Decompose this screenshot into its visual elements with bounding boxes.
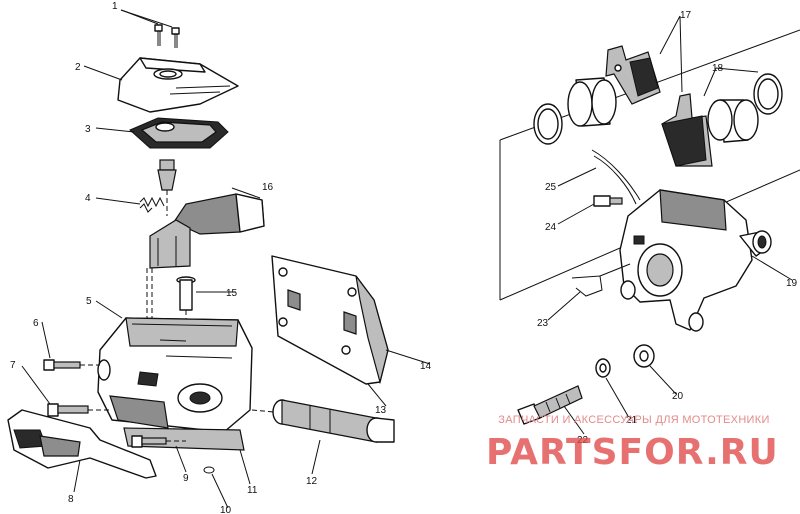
label-1: 1 xyxy=(112,1,118,12)
part-20-washer xyxy=(633,344,655,368)
watermark-brand: PARTSFOR.RU xyxy=(486,432,779,473)
label-2: 2 xyxy=(75,62,81,73)
piston-right xyxy=(707,99,759,143)
label-4: 4 xyxy=(85,193,91,204)
label-10: 10 xyxy=(220,505,232,514)
leader-lines xyxy=(21,9,793,509)
label-12: 12 xyxy=(306,476,318,487)
part-23-clip xyxy=(571,263,631,297)
part-8-brake-lever xyxy=(7,409,157,479)
part-19-caliper-body xyxy=(619,189,772,332)
part-10-clip xyxy=(203,466,215,474)
label-11: 11 xyxy=(247,485,258,496)
label-8: 8 xyxy=(68,494,74,505)
part-5-cylinder-body xyxy=(97,317,253,451)
label-5: 5 xyxy=(86,296,92,307)
watermark-tagline: ЗАПЧАСТИ И АКСЕССУАРЫ ДЛЯ МОТОТЕХНИКИ xyxy=(498,414,770,426)
part-15-pivot-pin xyxy=(176,276,196,322)
part-18-brake-pad xyxy=(661,93,713,167)
part-6-screws xyxy=(43,359,100,371)
part-14-cover-plate xyxy=(271,255,389,385)
part-2-reservoir-cap xyxy=(117,57,239,113)
label-14: 14 xyxy=(420,361,432,372)
label-23: 23 xyxy=(537,318,549,329)
part-21-lock-washer xyxy=(595,358,611,378)
label-24: 24 xyxy=(545,222,557,233)
label-21: 21 xyxy=(626,415,638,426)
piston-seal-left xyxy=(533,103,563,145)
part-9-screw xyxy=(131,435,186,448)
callout-labels: 1 2 3 4 5 6 7 8 9 10 11 12 13 14 15 16 1… xyxy=(10,1,798,514)
label-20: 20 xyxy=(672,391,684,402)
label-6: 6 xyxy=(33,318,39,329)
label-7: 7 xyxy=(10,360,16,371)
piston-left xyxy=(567,77,617,127)
label-15: 15 xyxy=(226,288,238,299)
label-13: 13 xyxy=(375,405,387,416)
part-4-spring xyxy=(139,196,165,213)
label-9: 9 xyxy=(183,473,189,484)
label-19: 19 xyxy=(786,278,798,289)
part-24-bleeder xyxy=(593,195,623,207)
part-25-brake-line xyxy=(591,149,641,205)
label-16: 16 xyxy=(262,182,274,193)
label-22: 22 xyxy=(577,435,589,446)
label-3: 3 xyxy=(85,124,91,135)
piston-seal-right xyxy=(753,73,783,115)
part-1-screws xyxy=(154,24,180,48)
valve-part xyxy=(157,159,177,216)
label-18: 18 xyxy=(712,63,724,74)
part-7-screw xyxy=(47,403,112,417)
part-17-brake-pad xyxy=(605,45,661,105)
part-12-bushing xyxy=(251,399,395,443)
part-22-caliper-bolt xyxy=(517,385,583,425)
label-25: 25 xyxy=(545,182,557,193)
part-16-pivot-arm xyxy=(149,193,265,269)
label-17: 17 xyxy=(680,10,692,21)
watermark: ЗАПЧАСТИ И АКСЕССУАРЫ ДЛЯ МОТОТЕХНИКИ PA… xyxy=(484,410,784,490)
part-3-diaphragm xyxy=(129,117,229,149)
